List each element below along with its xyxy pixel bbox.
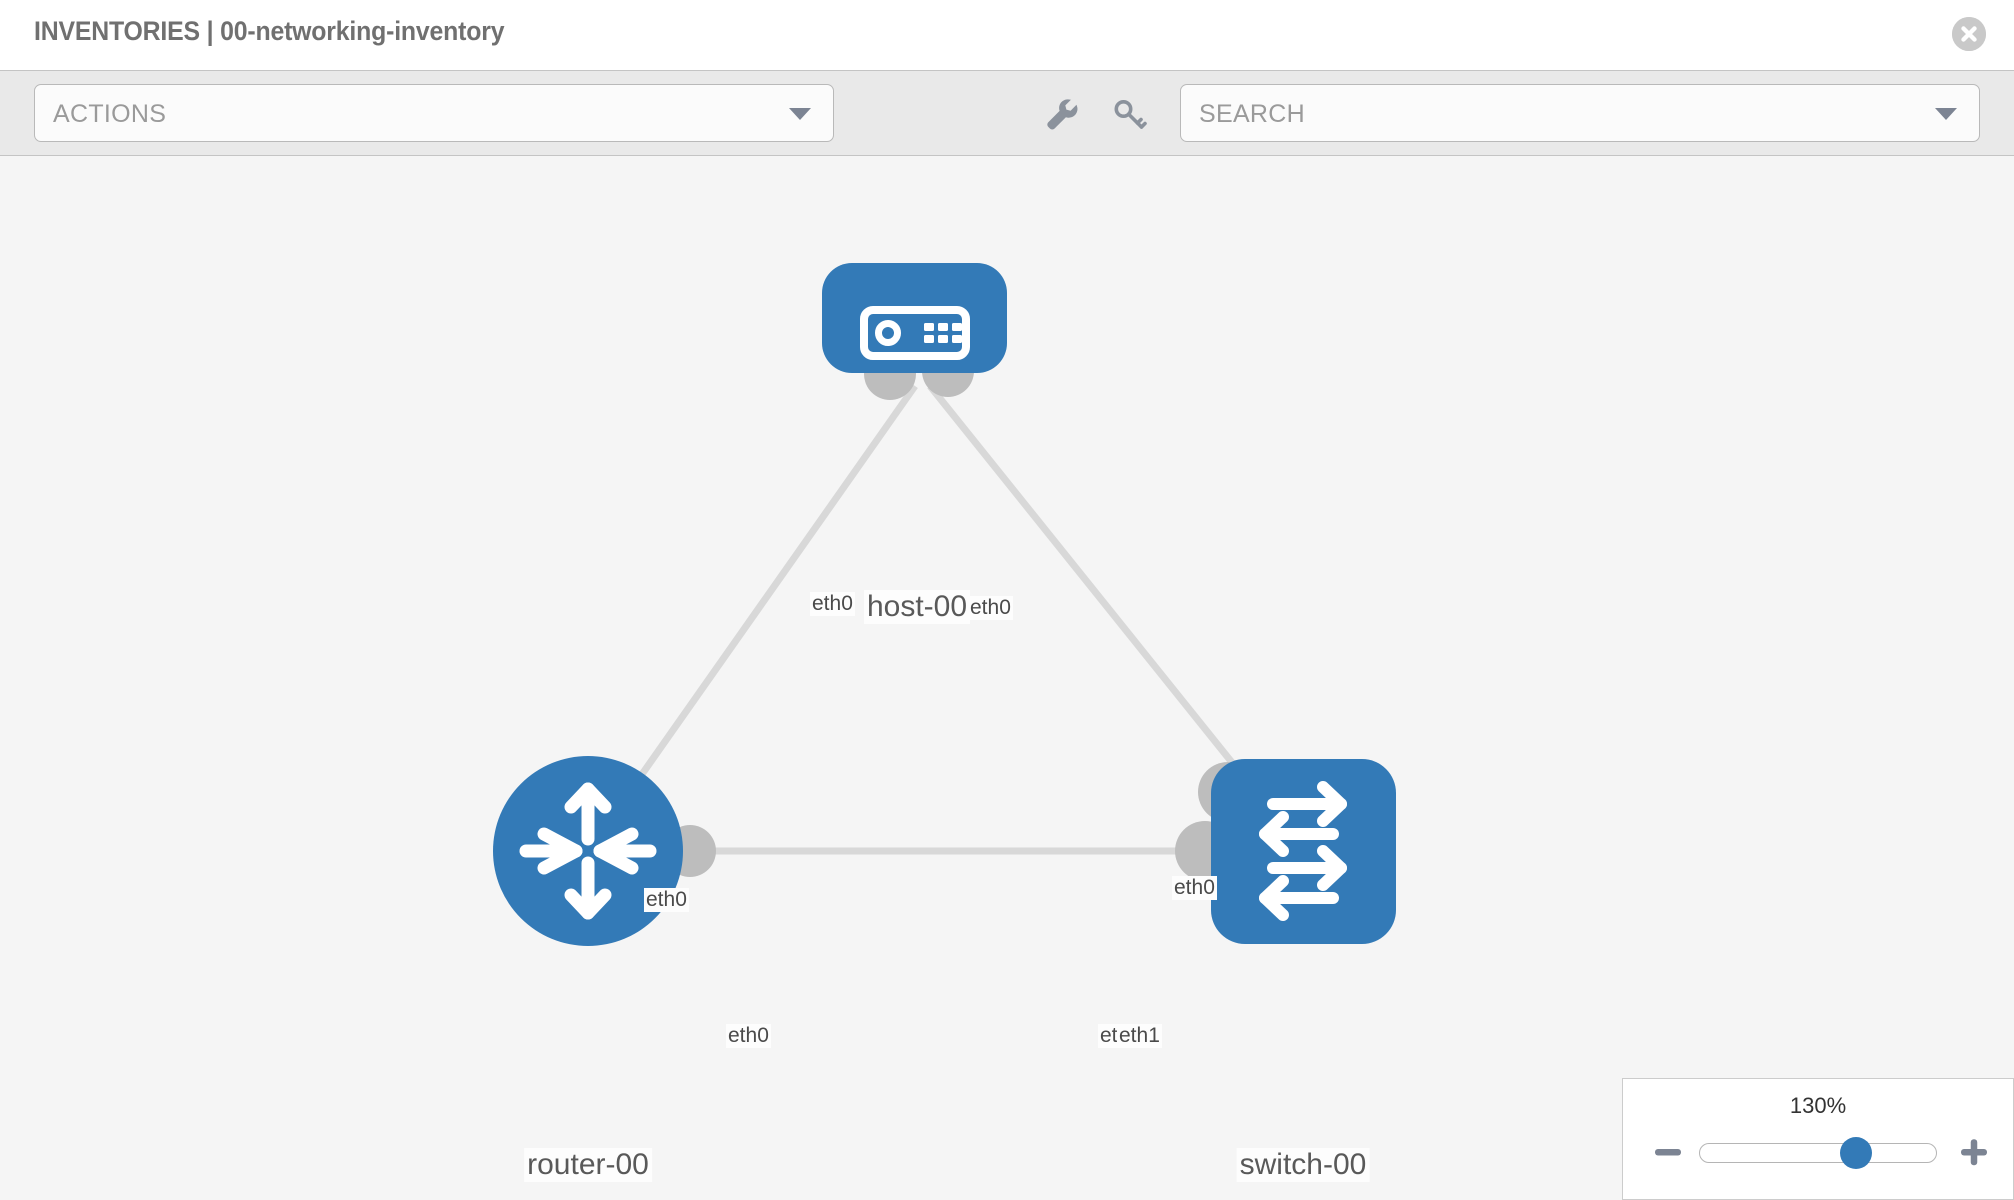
zoom-slider[interactable] [1699,1137,1937,1169]
zoom-slider-handle[interactable] [1839,1137,1872,1169]
key-button[interactable] [1108,93,1152,137]
wrench-button[interactable] [1040,93,1084,137]
iface-label-switch00-west: eth1 [1117,1024,1162,1048]
iface-label-router00-east: eth0 [726,1024,771,1048]
zoom-out-button[interactable] [1651,1135,1685,1169]
node-host-00-shape[interactable] [822,263,1007,373]
zoom-control-panel: 130% [1622,1078,2014,1200]
topology-canvas[interactable]: eth0 eth0 eth0 eth0 eth0 eth eth1 host-0… [0,156,2014,1200]
page-header: INVENTORIES | 00-networking-inventory [0,0,2014,70]
node-router-00[interactable] [493,756,683,946]
topology-graph [493,263,1396,946]
page-title: INVENTORIES | 00-networking-inventory [34,16,505,46]
wrench-icon [1047,99,1078,130]
iface-label-host00-left: eth0 [810,592,855,616]
iface-label-router00-north: eth0 [644,888,689,912]
router-arrows-icon [519,782,657,920]
node-host-00[interactable] [822,263,1007,373]
minus-icon [1655,1149,1681,1156]
node-label-switch-00: switch-00 [1236,1148,1370,1182]
chevron-down-icon [789,108,811,120]
node-label-router-00: router-00 [524,1148,652,1182]
close-circle-icon [1952,17,1986,51]
actions-dropdown-label: ACTIONS [53,100,167,128]
iface-label-host00-right: eth0 [968,596,1013,620]
zoom-percent-label: 130% [1789,1093,1847,1118]
search-placeholder: SEARCH [1199,100,1305,128]
iface-label-switch00-north: eth0 [1172,876,1217,900]
toolbar: ACTIONS SEARCH [0,70,2014,156]
node-router-00-shape[interactable] [493,756,683,946]
node-switch-00[interactable] [1211,759,1396,944]
plus-icon [1961,1139,1987,1166]
actions-dropdown[interactable]: ACTIONS [34,84,834,142]
zoom-in-button[interactable] [1957,1135,1991,1169]
key-icon [1114,100,1147,129]
node-switch-00-shape[interactable] [1211,759,1396,944]
node-label-host-00: host-00 [863,590,971,624]
search-input[interactable]: SEARCH [1180,84,1980,142]
chevron-down-icon [1935,108,1957,120]
switch-arrows-icon [1259,781,1347,921]
server-appliance-icon [860,306,970,360]
close-button[interactable] [1952,17,1986,51]
